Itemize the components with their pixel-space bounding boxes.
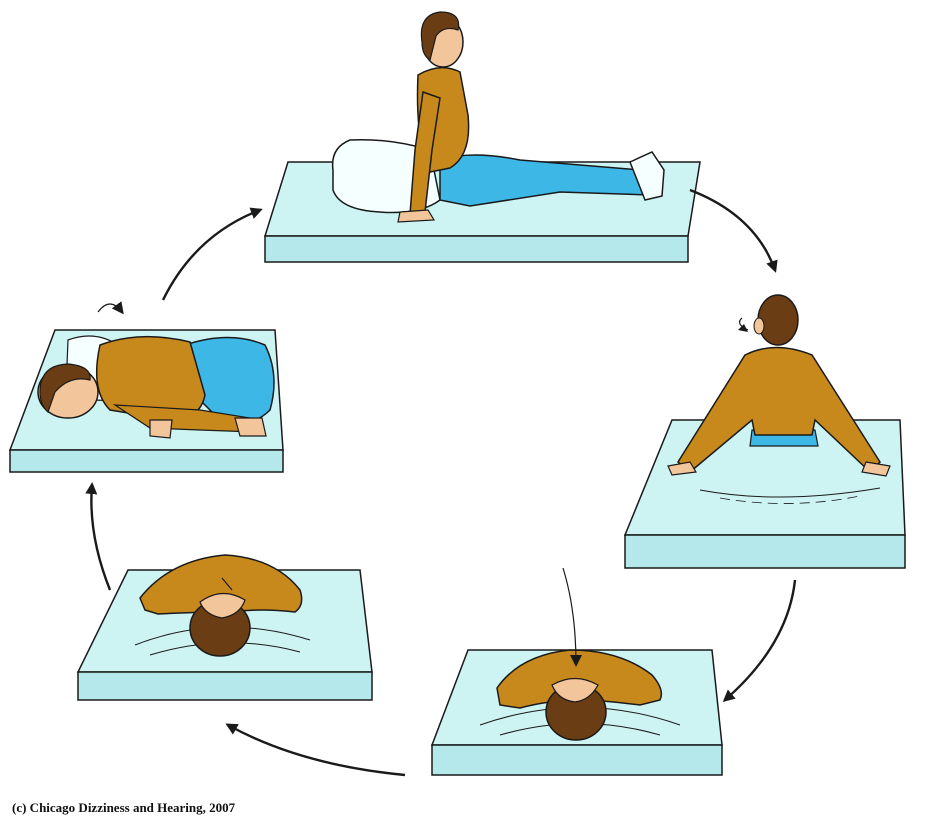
arrow-side-to-sit	[163, 210, 260, 300]
arrow-opposite-to-side	[91, 485, 110, 590]
arrow-hang-to-opposite	[228, 725, 405, 775]
step-sitting-icon	[265, 12, 700, 262]
step-lying-head-hanging-icon	[432, 568, 722, 775]
step-lying-on-side-icon	[10, 304, 283, 472]
diagram-canvas	[0, 0, 937, 800]
copyright-credit: (c) Chicago Dizziness and Hearing, 2007	[12, 800, 235, 816]
step-sitting-head-turned-icon	[625, 295, 905, 568]
arrow-sit-to-turn	[690, 190, 775, 270]
arrow-turn-to-hang	[725, 580, 795, 700]
step-lying-head-opposite-icon	[78, 555, 372, 700]
